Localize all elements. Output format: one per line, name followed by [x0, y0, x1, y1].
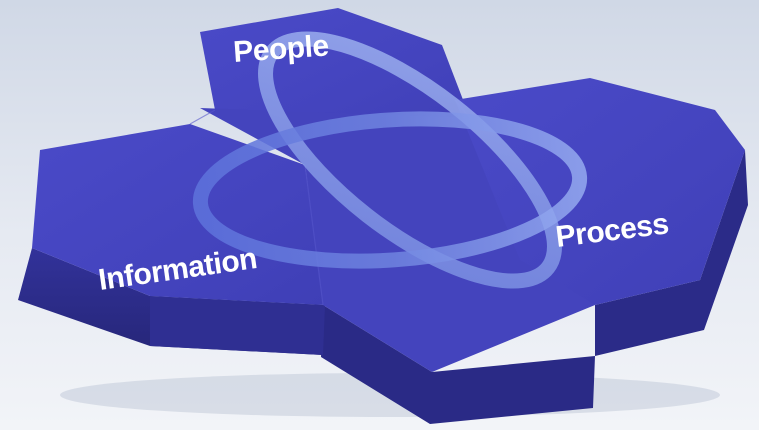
- label-people: People: [232, 29, 329, 69]
- ring-people-process: [258, 31, 562, 289]
- tile-sides: [18, 150, 748, 424]
- left-tile: [32, 124, 325, 305]
- right-tile-side: [595, 150, 748, 356]
- lower-left-edge: [150, 296, 325, 355]
- bottom-tile-side: [321, 305, 595, 424]
- venn-rings: [192, 31, 588, 289]
- ring-information-process: [192, 111, 588, 269]
